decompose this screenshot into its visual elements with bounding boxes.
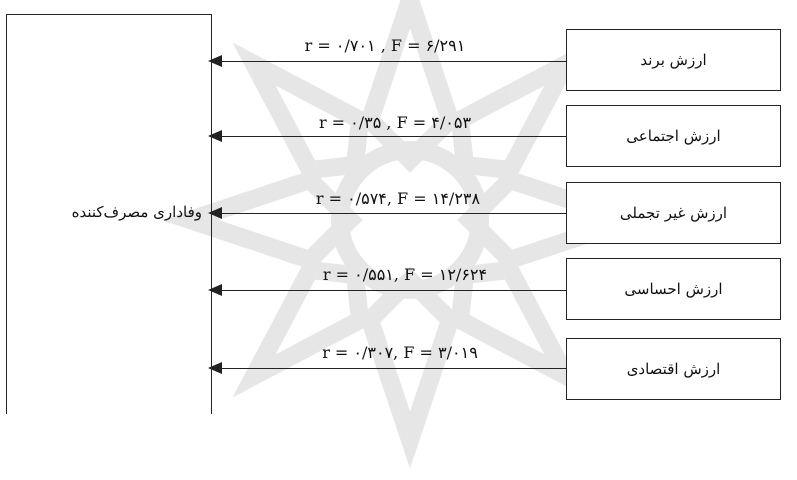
arrow-line <box>214 213 566 214</box>
arrow-head <box>208 207 222 219</box>
source-box-non-luxury-value: ارزش غیر تجملی <box>566 182 781 244</box>
arrow-line <box>214 290 566 291</box>
arrow-line <box>214 136 566 137</box>
stat-label: r = ۰/۵۵۱, F = ۱۲/۶۲۴ <box>322 265 488 284</box>
source-label: ارزش اجتماعی <box>626 127 721 145</box>
stat-label: r = ۰/۵۷۴, F = ۱۴/۲۳۸ <box>315 189 481 208</box>
arrow-head <box>208 55 222 67</box>
arrow-line <box>214 368 566 369</box>
source-box-social-value: ارزش اجتماعی <box>566 105 781 167</box>
source-box-emotional-value: ارزش احساسی <box>566 258 781 320</box>
arrow-head <box>208 284 222 296</box>
stat-label: r = ۰/۳۰۷, F = ۳/۰۱۹ <box>322 343 478 362</box>
arrow-head <box>208 362 222 374</box>
stat-label: r = ۰/۳۵ , F = ۴/۰۵۳ <box>318 113 472 132</box>
source-label: ارزش اقتصادی <box>626 360 721 378</box>
target-label: وفاداری مصرف‌کننده <box>71 203 202 221</box>
source-label: ارزش غیر تجملی <box>619 204 728 222</box>
arrow-line <box>214 61 566 62</box>
source-box-brand-value: ارزش برند <box>566 29 781 91</box>
diagram-canvas: وفاداری مصرف‌کننده ارزش برند r = ۰/۷۰۱ ,… <box>6 14 781 414</box>
source-label: ارزش برند <box>640 51 707 69</box>
source-label: ارزش احساسی <box>624 280 723 298</box>
source-box-economic-value: ارزش اقتصادی <box>566 338 781 400</box>
arrow-head <box>208 130 222 142</box>
stat-label: r = ۰/۷۰۱ , F = ۶/۲۹۱ <box>304 36 466 55</box>
